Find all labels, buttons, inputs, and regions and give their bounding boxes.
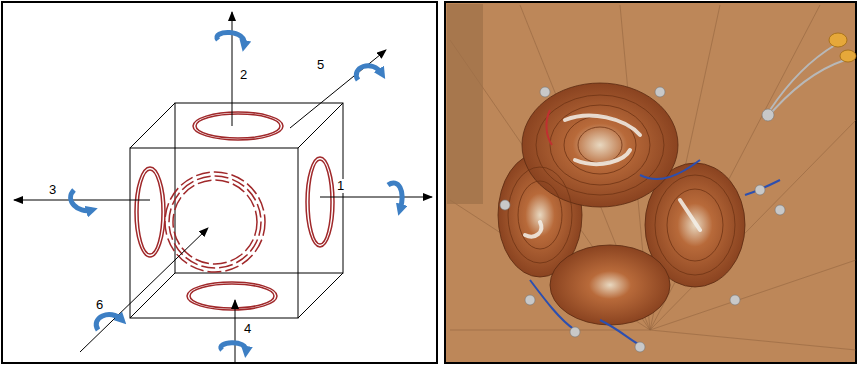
callout-number: 3: [48, 183, 57, 197]
callout-number: 1: [336, 179, 345, 193]
callout-number: 4: [243, 322, 252, 336]
callout-number: 5: [316, 58, 325, 72]
callout-number: 2: [239, 68, 248, 82]
callout-number: 6: [95, 298, 104, 312]
